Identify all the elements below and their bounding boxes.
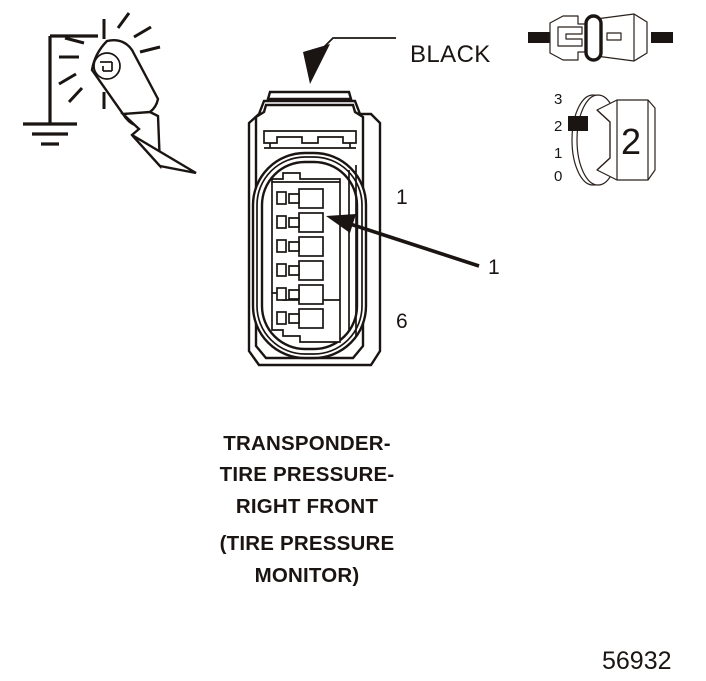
terminal-cavity-4 [276,260,324,281]
connector-latch-recess [263,130,357,144]
wire-color-label: BLACK [410,41,491,68]
terminal-cavity-6 [276,308,324,329]
terminal-cavity-1 [276,188,324,209]
mated-right-wire [651,32,673,43]
chassis-ground-icon [23,34,98,146]
pin-number-first: 1 [396,186,408,209]
gauge-tick-1: 1 [554,145,562,162]
terminal-cavity-5 [276,284,324,305]
terminal-cavity-3 [276,236,324,257]
pin-number-last: 6 [396,310,408,333]
wire-color-callout: BLACK [303,37,491,84]
connector-caption: TRANSPONDER- TIRE PRESSURE- RIGHT FRONT … [220,432,395,587]
caption-line-4: (TIRE PRESSURE [220,532,395,555]
mated-left-wire [528,32,550,43]
caption-line-1: TRANSPONDER- [223,432,391,455]
caption-line-2: TIRE PRESSURE- [220,463,395,486]
inset-mated-connector [528,13,673,62]
gauge-tick-0: 0 [554,168,562,185]
terminal-cavity-group [276,188,324,329]
gauge-block-label: 2 [621,121,641,162]
figure-number: 56932 [602,647,672,675]
lamp-filament-icon [93,52,121,80]
connector-top-tab [266,90,353,101]
inset-terminal-gauge: 3 2 1 0 2 [554,91,656,186]
gauge-tick-3: 3 [554,91,562,108]
gauge-tick-2: 2 [554,118,562,135]
lamp-rays-icon [58,12,161,109]
terminal-callout-label: 1 [488,256,500,279]
caption-line-3: RIGHT FRONT [236,495,379,518]
terminal-cavity-2 [276,212,324,233]
terminal-pointer-arrowhead [326,214,356,233]
callout-arrowhead [303,44,330,84]
terminal-pointer-callout: 1 [326,214,500,279]
gauge-position-marker [568,116,588,131]
test-light-assembly [23,12,197,175]
oval-seal-highlight [584,14,603,62]
caption-line-5: MONITOR) [255,564,360,587]
mated-right-slot [606,32,622,41]
test-light-tip [131,133,197,175]
connector-front-view [247,90,382,367]
